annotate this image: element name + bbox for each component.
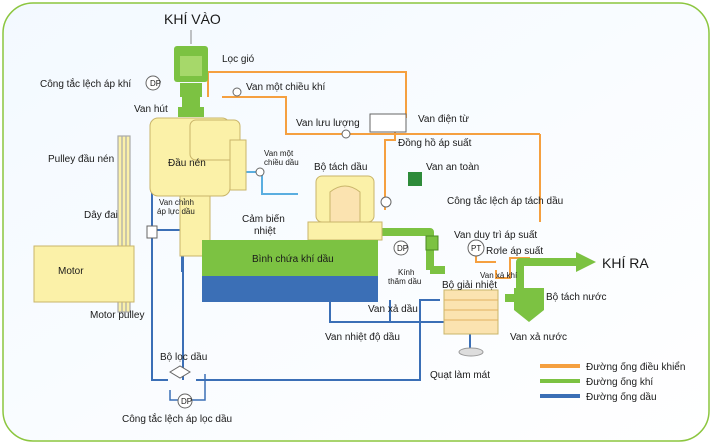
label-oil-check-1: Van một xyxy=(264,149,294,158)
label-oil-pressure-1: Van chỉnh xyxy=(159,198,194,207)
legend-oil-label: Đường ống dầu xyxy=(586,391,657,403)
pressure-gauge-icon xyxy=(380,196,392,208)
oil-check-valve-icon xyxy=(255,167,265,177)
legend: Đường ống điều khiển Đường ống khí Đường… xyxy=(540,361,685,403)
air-oil-tank xyxy=(202,240,378,302)
label-sight-glass-1: Kính xyxy=(398,268,414,277)
oil-separator xyxy=(307,175,383,241)
oil-pressure-valve-icon xyxy=(146,225,158,239)
label-motor: Motor xyxy=(58,266,84,277)
label-oil-temp-valve: Van nhiệt độ dầu xyxy=(325,331,400,343)
label-compressor-pulley: Pulley đầu nén xyxy=(48,153,114,165)
label-motor-pulley: Motor pulley xyxy=(90,310,144,321)
legend-air-label: Đường ống khí xyxy=(586,376,653,388)
sensors xyxy=(145,75,485,409)
label-oil-filter-dp-switch: Công tắc lệch áp lọc dầu xyxy=(122,412,232,425)
compressor xyxy=(149,117,247,257)
label-air-filter: Lọc gió xyxy=(222,54,255,65)
label-oil-filter: Bộ lọc dầu xyxy=(160,351,207,363)
air-check-valve-icon xyxy=(232,87,242,97)
label-air-in: KHÍ VÀO xyxy=(164,11,221,27)
label-pressure-gauge: Đồng hồ áp suất xyxy=(398,137,472,149)
label-oil-separator: Bộ tách dầu xyxy=(314,161,367,173)
label-temp-sensor-1: Cảm biến xyxy=(242,213,285,225)
label-air-drain: Van xả khí xyxy=(480,271,518,280)
label-temp-sensor-2: nhiệt xyxy=(254,226,276,237)
label-solenoid: Van điện từ xyxy=(418,114,469,125)
label-belt: Dây đai xyxy=(84,210,118,221)
solenoid-icon xyxy=(369,113,407,133)
cooler xyxy=(443,289,499,357)
air-filter xyxy=(174,30,208,117)
motor xyxy=(33,245,135,303)
label-tank: Bình chứa khí dầu xyxy=(252,253,334,265)
air-out-arrow xyxy=(576,252,596,272)
label-cooling-fan: Quạt làm mát xyxy=(430,370,490,381)
label-pt: PT xyxy=(471,244,481,253)
label-min-pressure-valve: Van duy trì áp suất xyxy=(454,229,537,241)
label-flow-valve: Van lưu lượng xyxy=(296,118,360,129)
min-pressure-valve-icon xyxy=(425,235,439,251)
label-separator-dp-switch: Công tắc lệch áp tách dầu xyxy=(447,194,563,207)
label-oil-check-2: chiều dầu xyxy=(264,158,299,167)
label-compressor: Đầu nén xyxy=(168,157,206,169)
label-safety-valve: Van an toàn xyxy=(426,162,479,173)
oil-filter-icon xyxy=(169,365,191,379)
legend-control-label: Đường ống điều khiển xyxy=(586,361,685,373)
label-water-separator: Bộ tách nước xyxy=(546,292,607,303)
safety-valve-icon xyxy=(408,172,422,186)
label-oil-drain: Van xả dầu xyxy=(368,303,418,315)
label-air-check-valve: Van một chiều khí xyxy=(246,81,326,93)
label-water-drain: Van xả nước xyxy=(510,332,567,343)
label-dp-2: DP xyxy=(397,244,408,253)
water-separator xyxy=(514,288,544,322)
label-oil-pressure-2: áp lực dầu xyxy=(157,207,195,216)
label-air-dp-switch: Công tắc lệch áp khí xyxy=(40,77,131,90)
label-dp-1: DP xyxy=(150,79,161,88)
label-air-out: KHÍ RA xyxy=(602,255,649,271)
label-intake-valve: Van hút xyxy=(134,104,168,115)
label-sight-glass-2: thăm dầu xyxy=(388,277,421,286)
flow-valve-icon xyxy=(341,129,351,139)
label-pressure-relay: Rơle áp suất xyxy=(486,245,543,257)
label-cooler: Bộ giải nhiệt xyxy=(442,280,497,291)
label-dp-3: DP xyxy=(181,397,192,406)
